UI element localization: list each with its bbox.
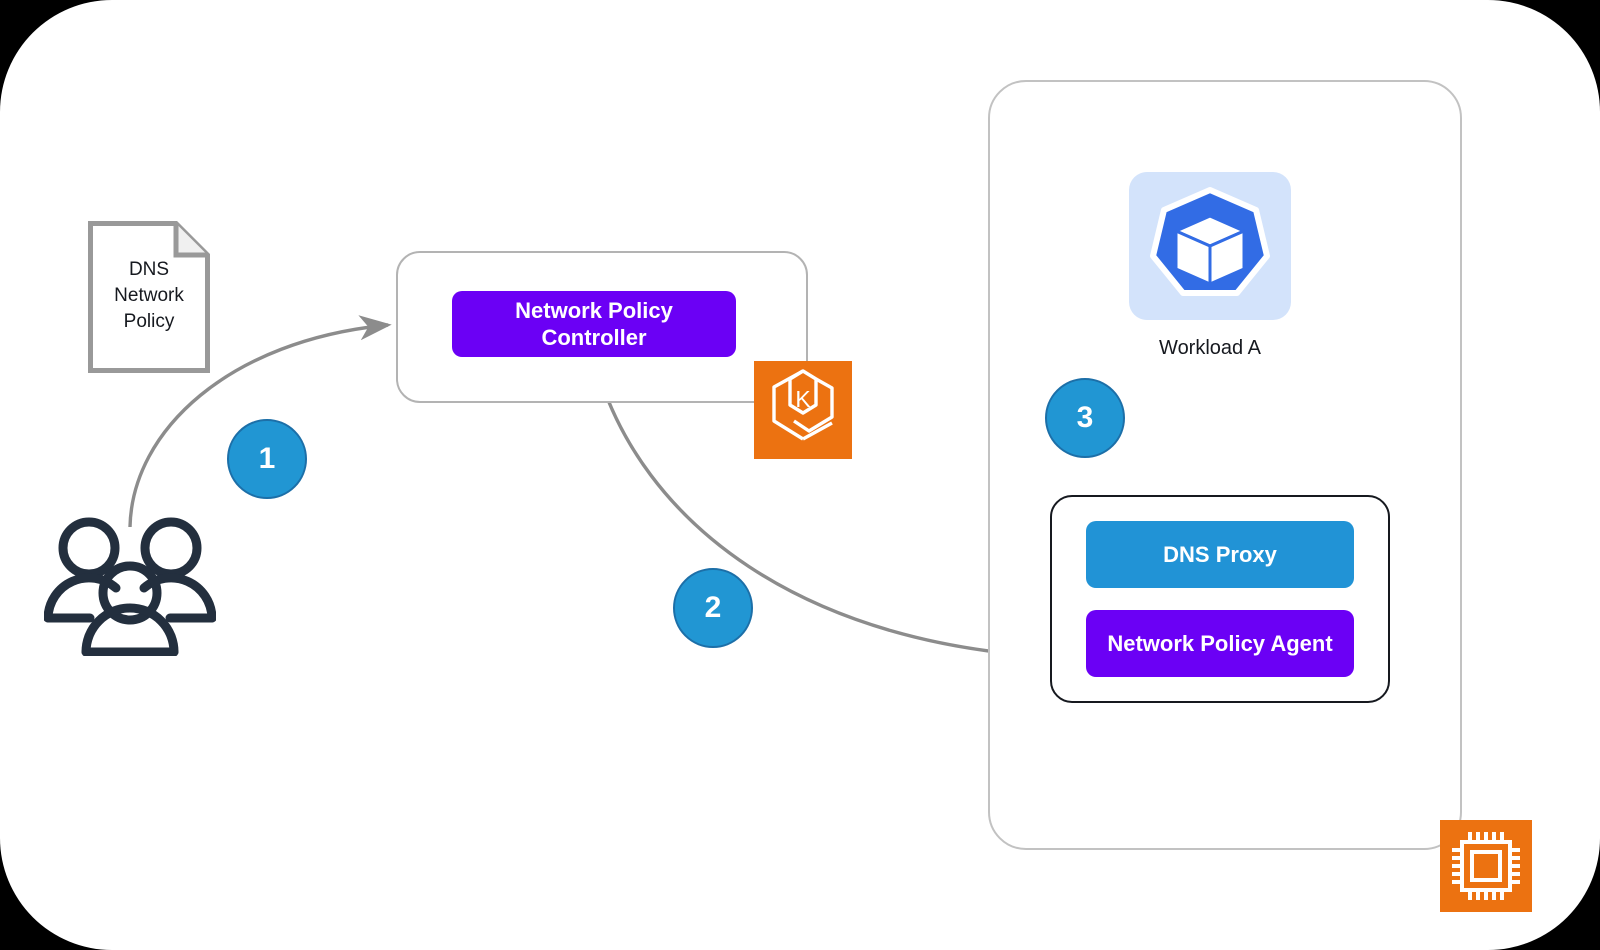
dns-proxy-label: DNS Proxy [1163,541,1277,567]
kubernetes-pod-icon [1129,172,1291,320]
eks-icon: K [754,361,852,459]
step-badge-3-number: 3 [1076,401,1094,434]
step-badge-1: 1 [227,419,307,499]
network-policy-controller-node[interactable]: Network Policy Controller [452,291,736,357]
controller-label-line-2: Controller [541,325,647,350]
document-line-2: Network [114,285,184,306]
document-label: DNS Network Policy [88,257,210,335]
document-line-1: DNS [128,259,170,280]
dns-proxy-node[interactable]: DNS Proxy [1086,521,1354,588]
eks-icon-letter: K [795,386,811,412]
step-badge-2-number: 2 [704,591,722,624]
dns-network-policy-document: DNS Network Policy [88,221,210,373]
step-badge-2: 2 [673,568,753,648]
document-icon [88,221,210,373]
controller-label-line-1: Network Policy [515,298,673,323]
step-badge-3: 3 [1045,378,1125,458]
step-badge-1-number: 1 [258,442,276,475]
network-policy-agent-label: Network Policy Agent [1107,630,1333,656]
ec2-chip-icon [1440,820,1532,912]
document-line-3: Policy [123,311,175,332]
users-icon [44,517,216,656]
workload-label: Workload A [1159,337,1261,359]
network-policy-agent-node[interactable]: Network Policy Agent [1086,610,1354,677]
